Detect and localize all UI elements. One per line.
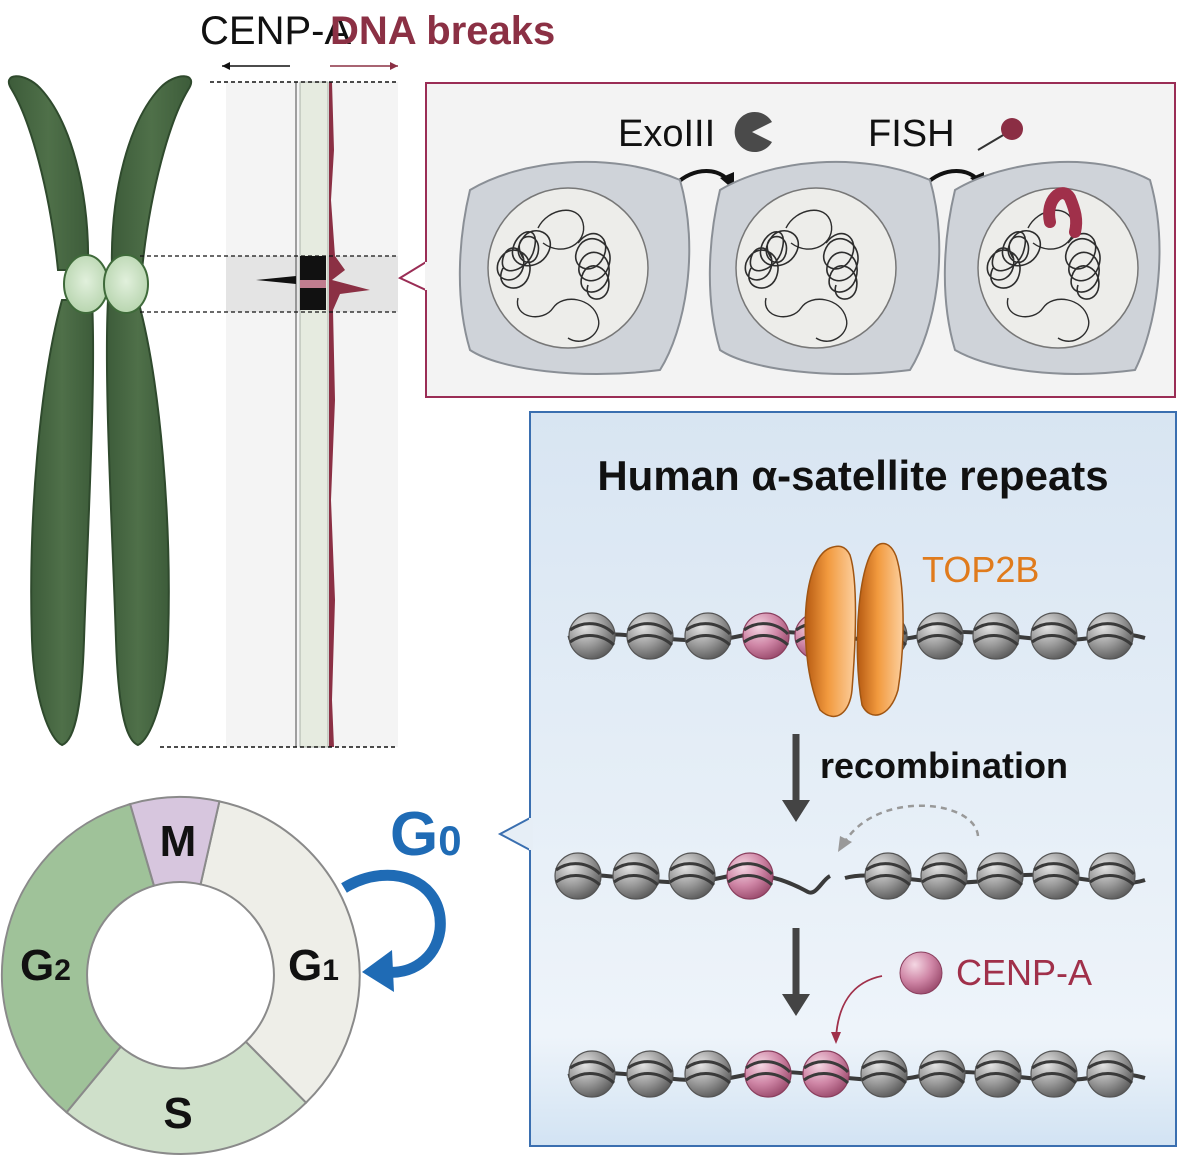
phase-s [65, 1040, 308, 1155]
nucleosome [859, 1049, 909, 1099]
chromatid-right-upper [110, 75, 193, 271]
repeats-panel: Human α-satellite repeats TOP2B recombin… [497, 411, 1177, 1147]
nucleosome [667, 851, 717, 901]
nucleosome-row-2 [553, 804, 1146, 901]
top2b-label: TOP2B [922, 549, 1039, 590]
g0-label: G0 [390, 800, 462, 869]
chromatid-right-lower [105, 299, 170, 747]
cenpa-track-label: CENP-A [200, 9, 351, 53]
cell-cycle-labels: M G1 S G2 G0 [20, 800, 462, 1138]
assay-callout: ExoIII FISH [397, 82, 1176, 398]
chromatid-left-upper [7, 75, 90, 271]
cenpa-nucleosome [725, 851, 775, 901]
signal-tracks: CENP-A DNA breaks [140, 9, 555, 748]
fish-label: FISH [868, 113, 955, 155]
chromatid-left-lower [30, 299, 95, 747]
g0-callout-pointer [497, 816, 531, 852]
down-arrow-1 [782, 800, 810, 822]
cenpa-legend-label: CENP-A [956, 952, 1092, 993]
nucleosome-row-1: TOP2B [567, 542, 1146, 718]
nucleosome [1085, 611, 1135, 661]
cenpa-nucleosome [801, 1049, 851, 1099]
top2b-enzyme [804, 542, 904, 718]
nucleosome [919, 851, 969, 901]
cenpa-track-column [299, 81, 329, 748]
centromere-left [63, 254, 109, 314]
nucleosome [863, 851, 913, 901]
recombination-label: recombination [820, 745, 1068, 786]
nucleosome [625, 1049, 675, 1099]
phase-g2-label: G2 [20, 941, 71, 990]
exonuclease-icon [734, 112, 772, 152]
g0-exit-arrow [341, 869, 446, 978]
nucleosome [917, 1049, 967, 1099]
phase-g1 [199, 800, 361, 1105]
repeats-box [529, 411, 1177, 1147]
nucleosome [683, 611, 733, 661]
nucleosome [975, 851, 1025, 901]
nucleosome [567, 611, 617, 661]
nucleosome [683, 1049, 733, 1099]
centromere-right [103, 254, 149, 314]
callout-pointer [397, 260, 427, 292]
phase-g2 [0, 802, 156, 1114]
cenpa-nucleosome [743, 1049, 793, 1099]
dna-break-signal [329, 82, 370, 747]
cell-cycle [0, 795, 361, 1155]
cell-untreated [458, 160, 691, 375]
down-arrow-2 [782, 994, 810, 1016]
chromosome [7, 75, 193, 747]
nucleosome [625, 611, 675, 661]
nucleosome [611, 851, 661, 901]
nucleosome-row-3 [567, 1049, 1146, 1099]
recombination-dashed-arrow [844, 804, 980, 841]
phase-m [128, 795, 221, 887]
cell-exo-treated [708, 160, 941, 375]
cell-fish-labeled [943, 160, 1161, 375]
cenpa-incorporation-arrow [835, 975, 883, 1039]
nucleosome [1029, 1049, 1079, 1099]
cenpa-signal-peak [256, 276, 296, 284]
cenpa-legend-icon [899, 951, 943, 995]
nucleosome [1085, 1049, 1135, 1099]
phase-s-label: S [163, 1089, 192, 1138]
breaks-track-label: DNA breaks [330, 9, 555, 53]
exo-label: ExoIII [618, 113, 715, 155]
fish-probe-icon [1001, 118, 1023, 140]
nucleosome [915, 611, 965, 661]
nucleosome [971, 611, 1021, 661]
cenpa-arrowhead [222, 62, 230, 70]
repeats-title: Human α-satellite repeats [597, 452, 1108, 499]
nucleosome [1087, 851, 1137, 901]
nucleosome [1029, 611, 1079, 661]
phase-m-label: M [160, 817, 197, 866]
cenpa-nucleosome [741, 611, 791, 661]
nucleosome [973, 1049, 1023, 1099]
nucleosome [1031, 851, 1081, 901]
nucleosome [553, 851, 603, 901]
phase-g1-label: G1 [288, 941, 339, 990]
nucleosome [567, 1049, 617, 1099]
fish-signal [1043, 187, 1083, 238]
breaks-arrowhead [390, 62, 398, 70]
